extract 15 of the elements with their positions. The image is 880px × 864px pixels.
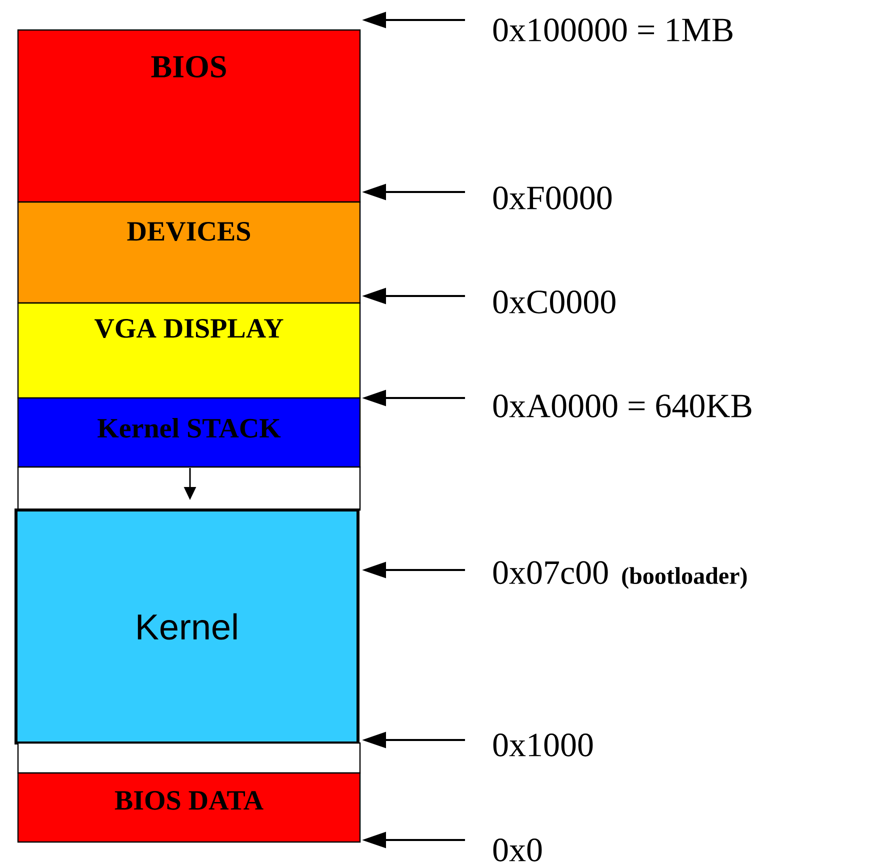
- empty-region: [17, 742, 361, 774]
- kernel-region: Kernel: [14, 508, 360, 744]
- memory-region: BIOS: [17, 29, 361, 203]
- address-label: 0x07c00 (bootloader): [493, 561, 747, 589]
- address-label: 0x0: [493, 838, 542, 862]
- memory-region: VGA DISPLAY: [17, 302, 361, 399]
- memory-region: BIOS DATA: [17, 772, 361, 843]
- address-label: 0xA0000 = 640KB: [493, 394, 752, 418]
- empty-region: [17, 466, 361, 511]
- address-label: 0x1000: [493, 734, 593, 756]
- address-label: 0x100000 = 1MB: [493, 18, 732, 42]
- memory-region: DEVICES: [17, 201, 361, 304]
- address-label: 0xC0000: [493, 290, 616, 314]
- memory-region: Kernel STACK: [17, 397, 361, 468]
- address-label: 0xF0000: [493, 186, 612, 210]
